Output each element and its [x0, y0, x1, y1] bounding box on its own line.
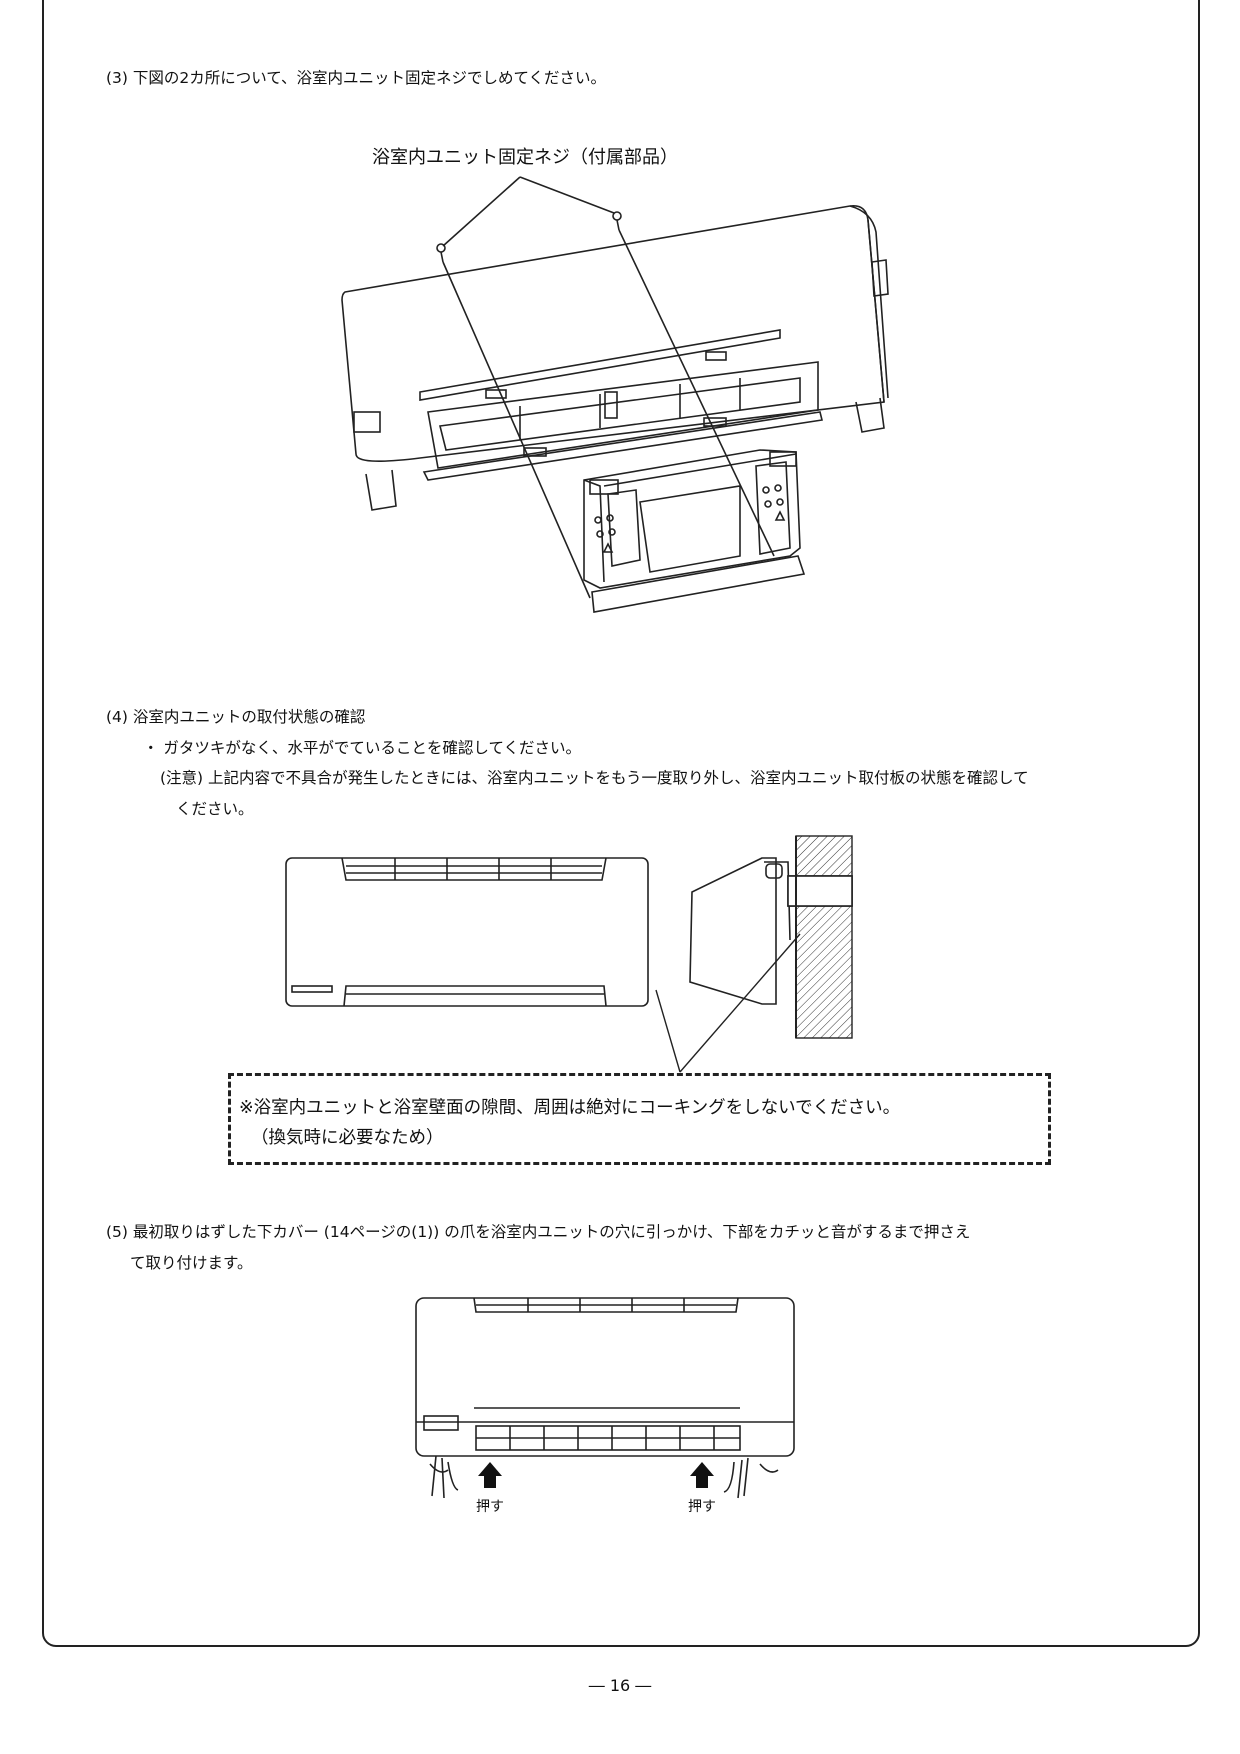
caution-line1: ※浴室内ユニットと浴室壁面の隙間、周囲は絶対にコーキングをしないでください。: [239, 1098, 901, 1118]
push-label-left: 押す: [476, 1499, 504, 1515]
figure-cover-attach: [415, 1297, 795, 1499]
step4-note-line2: ください。: [176, 800, 254, 818]
screw-label: 浴室内ユニット固定ネジ（付属部品）: [372, 147, 678, 168]
push-label-right: 押す: [688, 1499, 716, 1515]
page-number: ― 16 ―: [588, 1676, 652, 1695]
step5-line1: (5) 最初取りはずした下カバー (14ページの(1)) の爪を浴室内ユニットの…: [106, 1223, 971, 1241]
step4-note-line1: (注意) 上記内容で不具合が発生したときには、浴室内ユニットをもう一度取り外し、…: [160, 769, 1029, 787]
figure-installed-views: [285, 835, 853, 1073]
step3-text: (3) 下図の2カ所について、浴室内ユニット固定ネジでしめてください。: [106, 69, 607, 87]
step5-line2: て取り付けます。: [130, 1254, 253, 1272]
caution-line2: （換気時に必要なため）: [251, 1128, 444, 1148]
caution-box: ※浴室内ユニットと浴室壁面の隙間、周囲は絶対にコーキングをしないでください。 （…: [228, 1073, 1051, 1165]
step4-bullet: ・ ガタツキがなく、水平がでていることを確認してください。: [143, 739, 581, 757]
page-frame: [42, 0, 1200, 1647]
step4-title: (4) 浴室内ユニットの取付状態の確認: [106, 708, 366, 726]
figure-unit-mounting: [341, 176, 889, 613]
